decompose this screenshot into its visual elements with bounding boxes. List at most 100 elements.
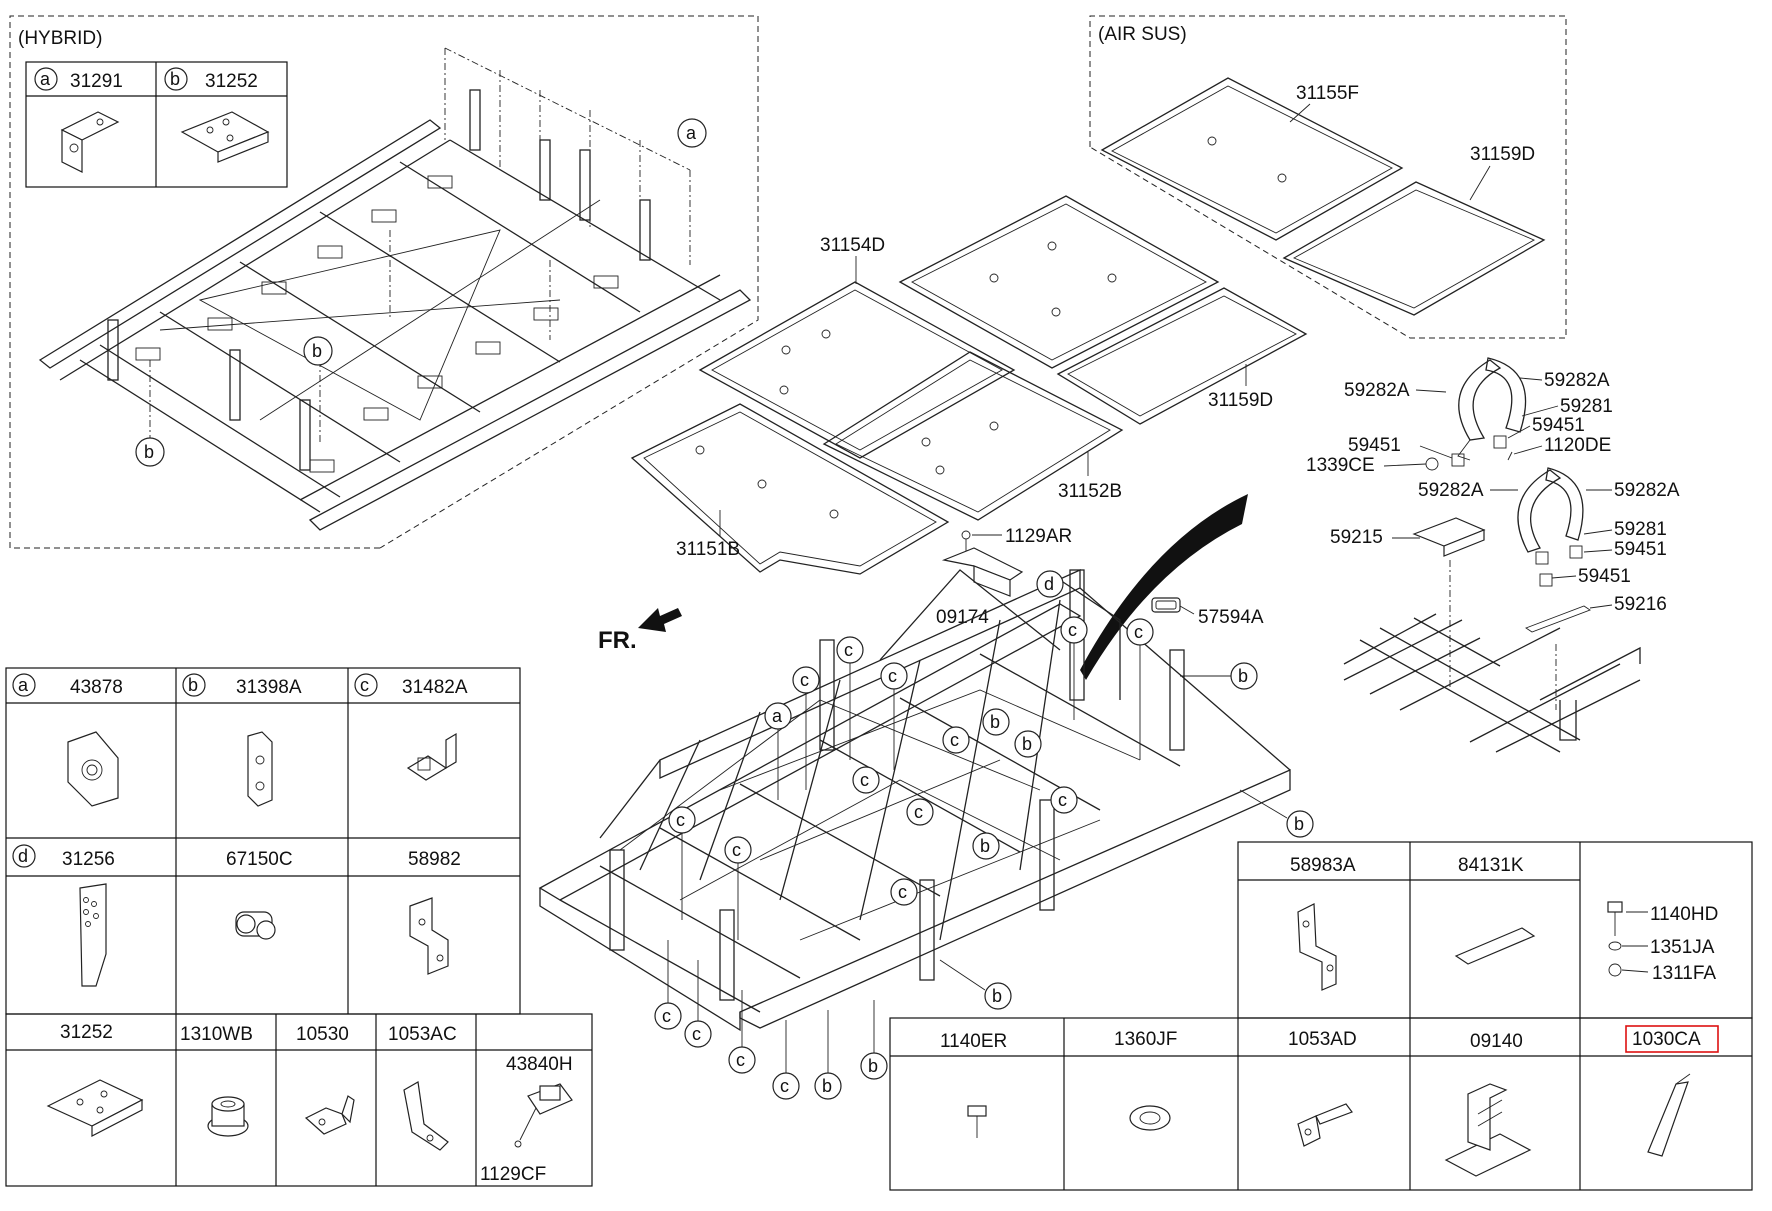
- table-part-1140ER: 1140ER: [940, 1031, 1007, 1052]
- clip-09140-icon: [1444, 1083, 1532, 1177]
- plate-31252-icon: [180, 111, 270, 163]
- callout-c-10: c: [1058, 790, 1067, 810]
- label-31152B: 31152B: [1058, 481, 1122, 502]
- bracket-1053AD-icon: [1297, 1103, 1353, 1147]
- hybrid-callout-b-1: b: [312, 341, 322, 361]
- hybrid-legend-b-part: 31252: [205, 71, 258, 92]
- main-frame-drawing: [538, 568, 1291, 1032]
- hybrid-frame-drawing: [38, 47, 752, 531]
- callout-b-6: b: [992, 986, 1002, 1006]
- callout-c-4: c: [1068, 620, 1077, 640]
- label-59451-4: 59451: [1578, 566, 1631, 587]
- pad-57594A-icon: [1151, 597, 1181, 613]
- callout-d-main: d: [1044, 574, 1054, 594]
- bolt-1140HD-icon: [1607, 901, 1623, 936]
- table-part-1053AD: 1053AD: [1288, 1029, 1357, 1050]
- label-31159D-top: 31159D: [1470, 144, 1535, 165]
- table-a-letter: a: [18, 675, 29, 695]
- label-31154D: 31154D: [820, 235, 885, 256]
- bracket-31398A-icon: [247, 731, 273, 807]
- table-part-1310WB: 1310WB: [180, 1024, 253, 1045]
- label-1120DE: 1120DE: [1544, 435, 1611, 456]
- label-59451-2: 59451: [1348, 435, 1401, 456]
- table-part-58982: 58982: [408, 849, 461, 870]
- bracket-09174-icon: [941, 547, 1024, 597]
- label-31159D-mid: 31159D: [1208, 390, 1273, 411]
- callout-b-4: b: [1238, 666, 1248, 686]
- front-arrow-icon: [638, 608, 682, 632]
- callout-b-2: b: [1022, 734, 1032, 754]
- pad-84131K-icon: [1454, 927, 1536, 965]
- callout-b-5: b: [1294, 814, 1304, 834]
- nut-1311FA-icon: [1608, 963, 1622, 977]
- air-sus-title: (AIR SUS): [1098, 24, 1187, 45]
- floor-panel-31151B: [630, 403, 950, 575]
- table-part-31252: 31252: [60, 1022, 113, 1043]
- label-1129AR: 1129AR: [1005, 526, 1072, 547]
- table-c-letter: c: [360, 675, 369, 695]
- callout-c-11: c: [732, 840, 741, 860]
- plate-31252-table-icon: [46, 1079, 144, 1137]
- label-31155F: 31155F: [1296, 83, 1359, 104]
- table-part-09140: 09140: [1470, 1031, 1523, 1052]
- callout-c-16: c: [780, 1076, 789, 1096]
- label-57594A: 57594A: [1198, 607, 1264, 628]
- table-part-31398A: 31398A: [236, 677, 302, 698]
- table-part-1360JF: 1360JF: [1114, 1029, 1177, 1050]
- table-part-1030CA: 1030CA: [1632, 1029, 1701, 1050]
- callout-a-main: a: [772, 706, 783, 726]
- sensor-43840H-icon: [514, 1083, 573, 1148]
- floor-panel-31159D-mid: [1056, 287, 1308, 425]
- floor-panel-31152B-upper: [898, 195, 1220, 369]
- callout-c-7: c: [860, 770, 869, 790]
- callout-b-8: b: [868, 1056, 878, 1076]
- highlight-box: [1625, 1025, 1719, 1053]
- label-59451-3: 59451: [1614, 539, 1667, 560]
- label-31151B: 31151B: [676, 539, 740, 560]
- table-part-31256: 31256: [62, 849, 115, 870]
- table-d-letter: d: [18, 846, 28, 866]
- clip-1030CA-icon: [1647, 1073, 1691, 1157]
- hybrid-legend-a-part: 31291: [70, 71, 123, 92]
- bracket-43878-icon: [67, 731, 119, 807]
- grommet-1360JF-icon: [1129, 1105, 1171, 1131]
- strap-detail: [1343, 357, 1641, 753]
- table-b-letter: b: [188, 675, 198, 695]
- callout-c-2: c: [800, 670, 809, 690]
- hybrid-callout-b-2: b: [144, 442, 154, 462]
- table-part-10530: 10530: [296, 1024, 349, 1045]
- hybrid-legend-b-letter: b: [170, 69, 180, 89]
- floor-panel-31159D-top: [1282, 181, 1546, 316]
- label-1339CE: 1339CE: [1306, 455, 1375, 476]
- label-59282A-3: 59282A: [1418, 480, 1484, 501]
- floor-panel-31152B: [822, 351, 1124, 521]
- bracket-58982-icon: [409, 897, 449, 975]
- callout-c-12: c: [898, 882, 907, 902]
- hybrid-callout-a: a: [686, 123, 697, 143]
- floor-panel-31154D: [698, 281, 1016, 459]
- nut-1310WB-icon: [207, 1096, 249, 1137]
- callout-b-3: b: [980, 836, 990, 856]
- label-59281-1: 59281: [1560, 396, 1613, 417]
- table-part-84131K: 84131K: [1458, 855, 1524, 876]
- hybrid-title: (HYBRID): [18, 28, 102, 49]
- bolt-1140ER-icon: [967, 1105, 987, 1138]
- label-59282A-4: 59282A: [1614, 480, 1680, 501]
- hybrid-section: (HYBRID) a 31291 b 31252: [9, 15, 759, 549]
- label-59281-2: 59281: [1614, 519, 1667, 540]
- callout-c-3: c: [888, 666, 897, 686]
- callout-c-9: c: [914, 802, 923, 822]
- hybrid-legend-a-letter: a: [40, 69, 51, 89]
- bracket-31291-icon: [60, 111, 120, 173]
- nut-31482A-icon: [406, 732, 457, 781]
- table-part-43878: 43878: [70, 677, 123, 698]
- label-59216: 59216: [1614, 594, 1667, 615]
- label-09174: 09174: [936, 607, 989, 628]
- air-sus-section: (AIR SUS) 31155F 31159D: [1089, 15, 1567, 339]
- detail-pointer-icon: [1080, 494, 1248, 680]
- bracket-31256-icon: [79, 883, 107, 987]
- callout-b-1: b: [990, 712, 1000, 732]
- table-part-1053AC: 1053AC: [388, 1024, 457, 1045]
- floor-panels: [630, 195, 1308, 575]
